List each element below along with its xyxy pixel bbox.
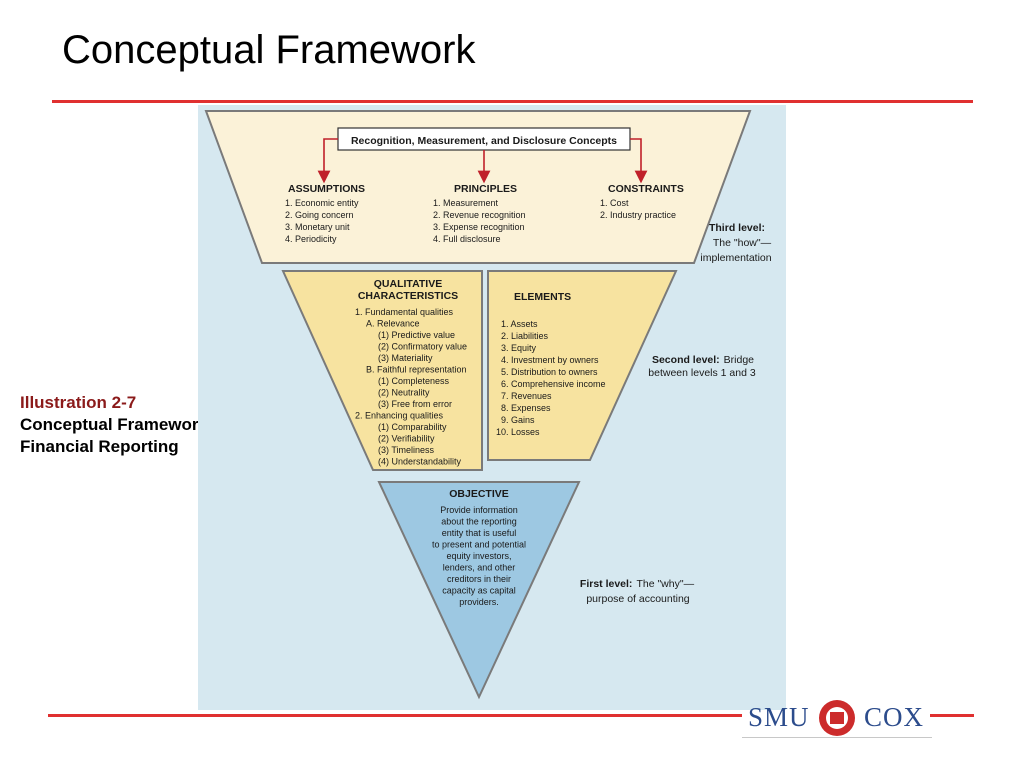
elements-item: 4. Investment by owners <box>501 355 599 365</box>
assumptions-heading: ASSUMPTIONS <box>288 183 365 195</box>
principles-item: 2. Revenue recognition <box>433 210 526 220</box>
elements-item: 2. Liabilities <box>501 331 549 341</box>
objective-line: about the reporting <box>441 517 517 527</box>
principles-item: 3. Expense recognition <box>433 222 525 232</box>
elements-item: 1. Assets <box>501 319 538 329</box>
constraints-arrow <box>630 138 648 184</box>
assumptions-item: 4. Periodicity <box>285 234 337 244</box>
constraints-heading: CONSTRAINTS <box>608 183 684 195</box>
logo-cox-text: COX <box>864 702 925 732</box>
assumptions-item: 3. Monetary unit <box>285 222 350 232</box>
second-level-label-bold: Second level: <box>652 354 720 366</box>
objective-line: entity that is useful <box>442 528 517 538</box>
qualitative-item: (4) Understandability <box>378 457 462 467</box>
qualitative-item: (2) Verifiability <box>378 434 435 444</box>
elements-item: 6. Comprehensive income <box>501 379 606 389</box>
qualitative-heading-line2: CHARACTERISTICS <box>358 290 458 302</box>
title-underline <box>52 100 973 103</box>
logo-smu-text: SMU <box>748 702 810 732</box>
second-level-label-rest: Bridge <box>724 354 755 366</box>
third-level-label-bold: Third level: <box>709 222 765 234</box>
caption-title-line2: Financial Reporting <box>20 437 179 456</box>
qualitative-item: (2) Neutrality <box>378 388 430 398</box>
first-level-label-rest: The "why"— <box>636 578 694 590</box>
qualitative-list: 1. Fundamental qualities A. Relevance (1… <box>355 307 467 467</box>
principles-item: 4. Full disclosure <box>433 234 501 244</box>
objective-shape <box>377 481 581 700</box>
illustration-caption: Illustration 2-7 Conceptual Framework fo… <box>20 392 300 458</box>
principles-item: 1. Measurement <box>433 198 499 208</box>
qualitative-item: (1) Completeness <box>378 376 450 386</box>
logo-underline <box>742 737 932 738</box>
objective-heading: OBJECTIVE <box>449 488 509 500</box>
seal-icon <box>819 700 855 736</box>
footer-rule-left <box>48 714 742 717</box>
elements-shape <box>487 270 678 461</box>
qualitative-heading-line1: QUALITATIVE <box>374 278 442 290</box>
first-level-label: First level:The "why"— <box>580 578 695 590</box>
objective-line: lenders, and other <box>443 563 516 573</box>
constraints-item: 2. Industry practice <box>600 210 676 220</box>
conceptual-framework-diagram: Recognition, Measurement, and Disclosure… <box>198 105 786 710</box>
elements-item: 8. Expenses <box>501 403 551 413</box>
caption-title-line1: Conceptual Framework for <box>20 415 236 434</box>
objective-line: creditors in their <box>447 574 511 584</box>
elements-item: 10. Losses <box>496 427 540 437</box>
elements-item: 3. Equity <box>501 343 537 353</box>
caption-number: Illustration 2-7 <box>20 393 137 412</box>
elements-heading: ELEMENTS <box>514 291 571 303</box>
principles-heading: PRINCIPLES <box>454 183 517 195</box>
qualitative-item: (3) Timeliness <box>378 445 435 455</box>
slide-title: Conceptual Framework <box>62 28 476 72</box>
third-level-label-line2: implementation <box>700 252 771 264</box>
constraints-item: 1. Cost <box>600 198 629 208</box>
objective-line: providers. <box>459 597 499 607</box>
concepts-banner: Recognition, Measurement, and Disclosure… <box>351 135 617 147</box>
qualitative-item: (3) Free from error <box>378 399 452 409</box>
assumptions-item: 1. Economic entity <box>285 198 359 208</box>
qualitative-item: (2) Confirmatory value <box>378 342 467 352</box>
qualitative-item: B. Faithful representation <box>366 365 467 375</box>
qualitative-characteristics-shape <box>281 270 483 471</box>
second-level-label-line2: between levels 1 and 3 <box>648 367 756 379</box>
objective-line: to present and potential <box>432 540 526 550</box>
elements-list: 1. Assets 2. Liabilities 3. Equity 4. In… <box>496 319 606 437</box>
objective-line: Provide information <box>440 505 518 515</box>
objective-line: capacity as capital <box>442 586 516 596</box>
qualitative-item: (1) Predictive value <box>378 330 455 340</box>
qualitative-item: (1) Comparability <box>378 422 447 432</box>
objective-line: equity investors, <box>446 551 511 561</box>
elements-item: 7. Revenues <box>501 391 552 401</box>
qualitative-item: (3) Materiality <box>378 353 433 363</box>
smu-cox-logo: SMU COX <box>742 696 932 738</box>
footer-rule-right <box>930 714 974 717</box>
first-level-label-line2: purpose of accounting <box>586 593 689 605</box>
assumptions-arrow <box>317 138 338 184</box>
elements-item: 9. Gains <box>501 415 535 425</box>
qualitative-item: A. Relevance <box>366 319 420 329</box>
third-level-label-line1: The "how"— <box>713 237 772 249</box>
qualitative-item: 2. Enhancing qualities <box>355 411 444 421</box>
second-level-label: Second level: Bridge <box>652 354 754 366</box>
first-level-label-bold: First level: <box>580 578 633 590</box>
qualitative-item: 1. Fundamental qualities <box>355 307 454 317</box>
assumptions-item: 2. Going concern <box>285 210 354 220</box>
objective-text: Provide information about the reporting … <box>432 505 526 607</box>
elements-item: 5. Distribution to owners <box>501 367 598 377</box>
